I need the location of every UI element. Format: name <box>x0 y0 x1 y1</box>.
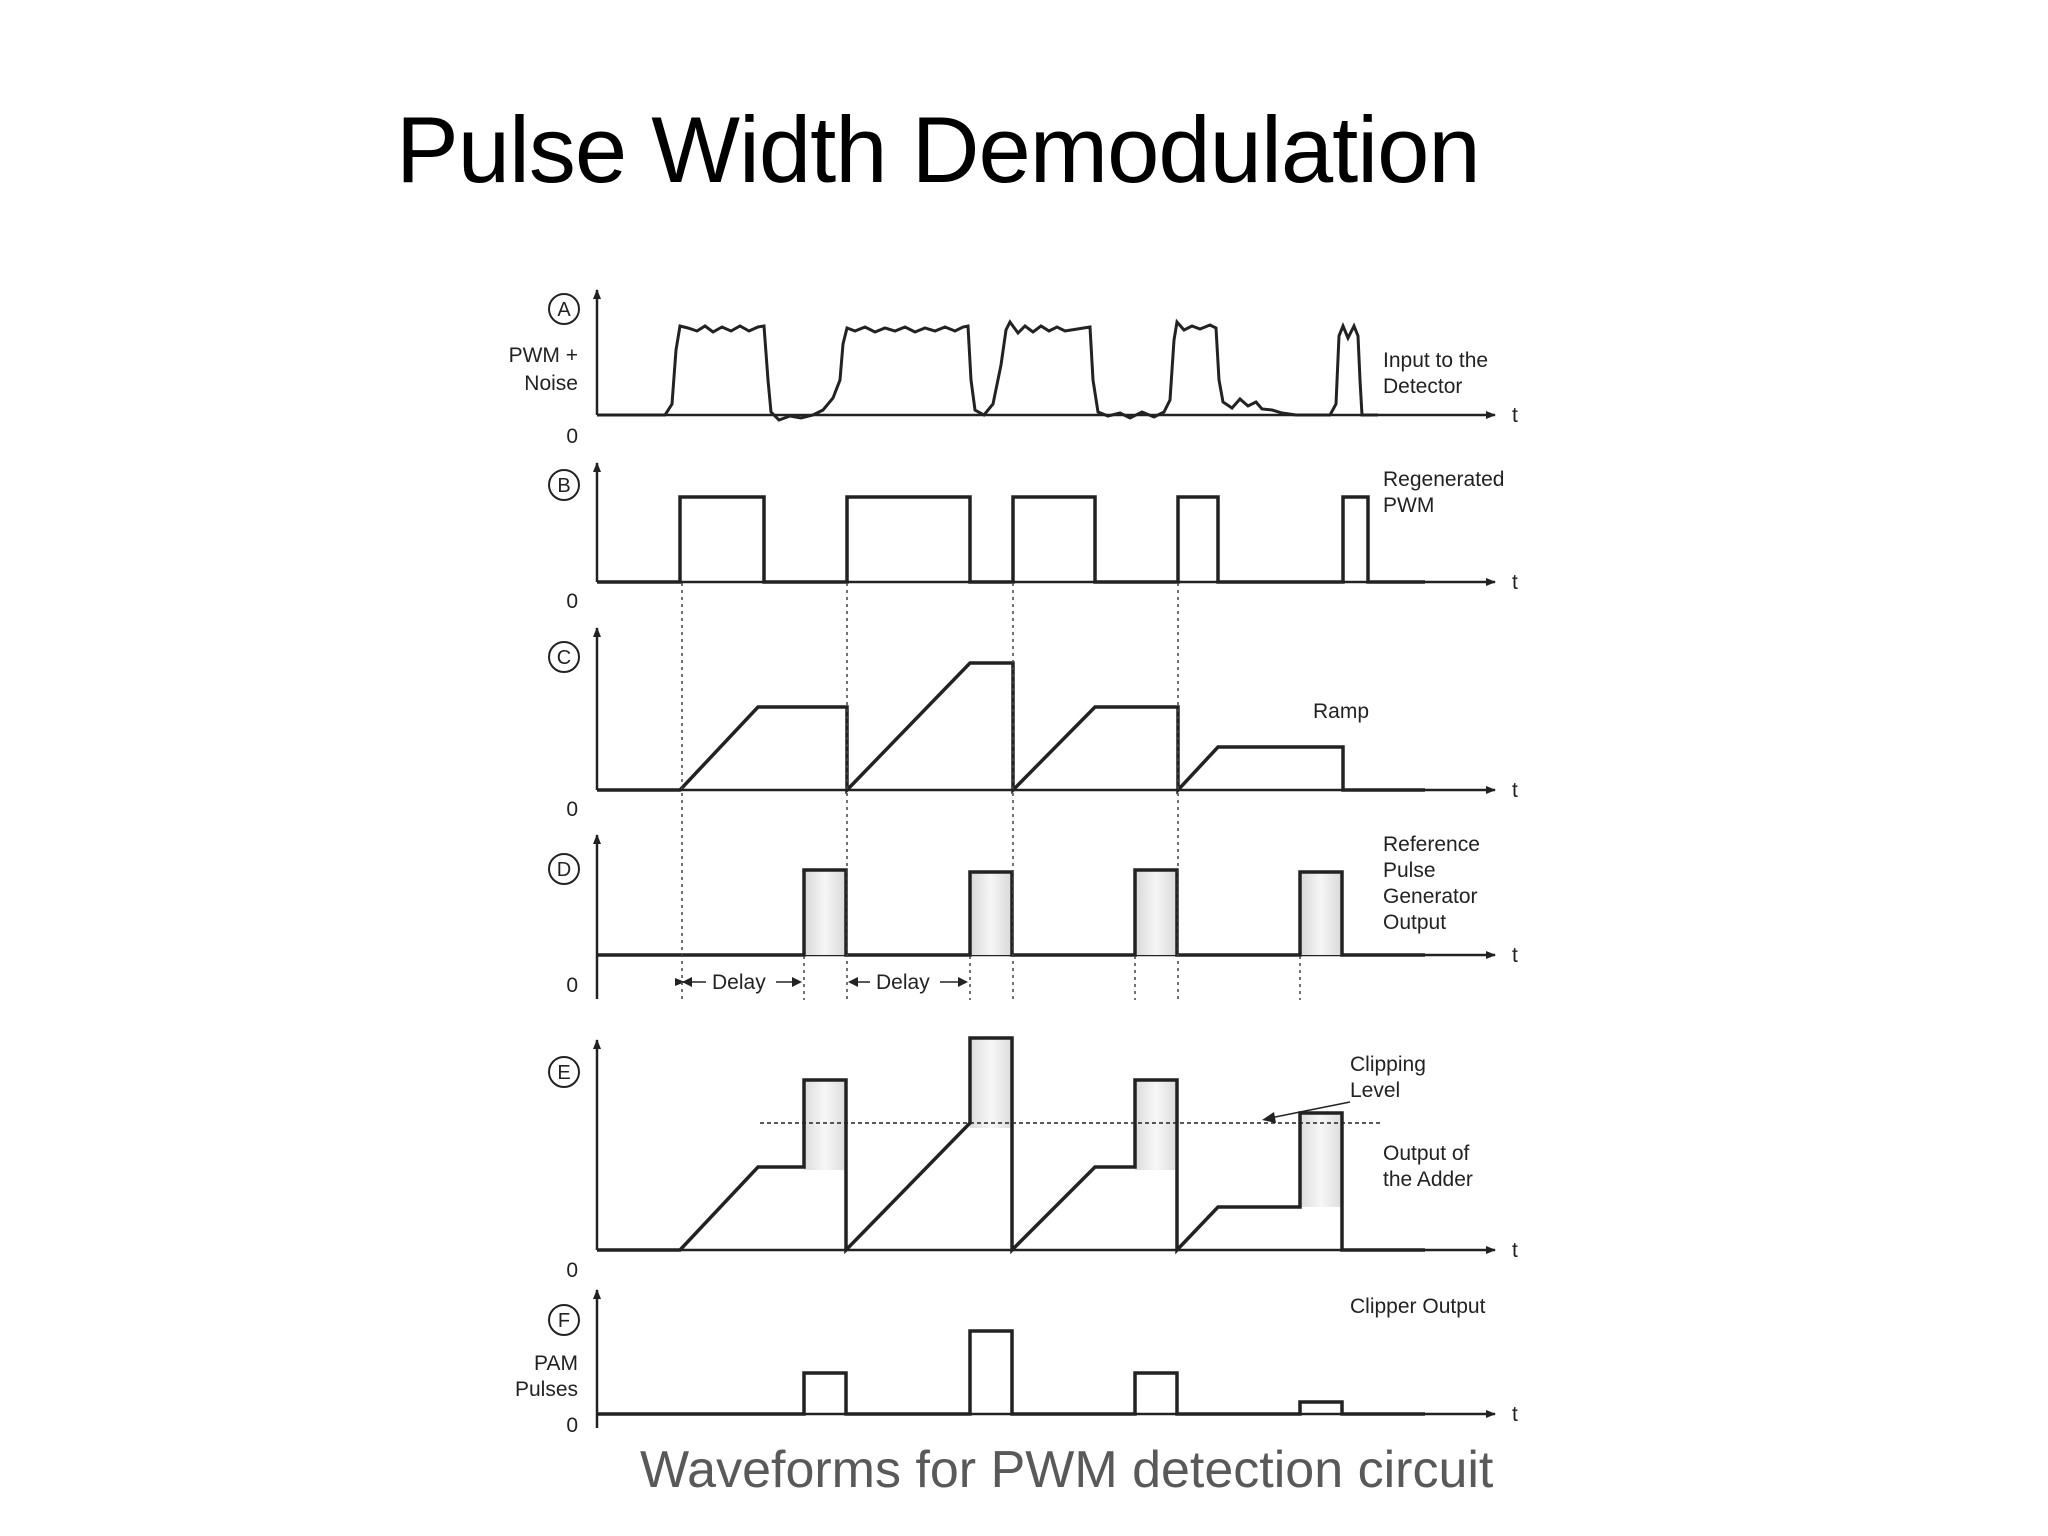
panel-c-t: t <box>1512 779 1518 802</box>
panel-a-t: t <box>1512 404 1518 427</box>
panel-b: B 0 t Regenerated PWM <box>548 462 1518 613</box>
panel-f-left-label-1: PAM <box>534 1352 578 1375</box>
regenerated-pwm-waveform <box>597 495 1425 584</box>
panel-b-right-label-2: PWM <box>1383 494 1434 517</box>
panel-a: A PWM + Noise 0 t Input to the Detector <box>509 289 1518 448</box>
panel-e-right-label-4: the Adder <box>1383 1168 1473 1191</box>
panel-c-id: C <box>557 647 571 669</box>
panel-e: E 0 t Clipping Level Output of the Adder <box>548 1036 1518 1282</box>
panel-d-id: D <box>557 859 571 881</box>
figure-caption: Waveforms for PWM detection circuit <box>640 1441 1494 1499</box>
panel-d-zero: 0 <box>566 974 578 997</box>
panel-e-zero: 0 <box>566 1259 578 1282</box>
panel-c: C 0 t Ramp <box>548 627 1518 821</box>
panel-b-id: B <box>557 475 570 497</box>
ramp-waveform <box>597 661 1425 795</box>
panel-f: F PAM Pulses 0 t Clipper Output <box>515 1289 1518 1437</box>
panel-b-zero: 0 <box>566 590 578 613</box>
panel-e-t: t <box>1512 1239 1518 1262</box>
panel-f-right-label-1: Clipper Output <box>1350 1295 1486 1318</box>
panel-e-clipping-label-2: Level <box>1350 1079 1400 1102</box>
panel-d-right-label-4: Output <box>1383 911 1446 934</box>
panel-a-left-label-2: Noise <box>524 372 578 395</box>
panel-e-right-label-3: Output of <box>1383 1142 1470 1165</box>
panel-d-t: t <box>1512 944 1518 967</box>
reference-pulse-waveform <box>597 868 1425 957</box>
panel-a-left-label-1: PWM + <box>509 344 578 367</box>
delay-label-1: Delay <box>712 971 766 994</box>
panel-f-id: F <box>558 1310 570 1332</box>
panel-d: D 0 t Reference Pulse Generator Output D… <box>548 833 1518 999</box>
panel-d-right-label-2: Pulse <box>1383 859 1436 882</box>
delay-label-2: Delay <box>876 971 930 994</box>
panel-a-zero: 0 <box>566 425 578 448</box>
timing-guides <box>681 583 1301 1000</box>
panel-f-t: t <box>1512 1403 1518 1426</box>
panel-f-left-label-2: Pulses <box>515 1378 578 1401</box>
panel-a-id: A <box>557 299 571 321</box>
panel-e-id: E <box>557 1062 570 1084</box>
panel-c-right-label-1: Ramp <box>1313 700 1369 723</box>
adder-output-waveform <box>597 1036 1425 1255</box>
noisy-pwm-waveform <box>597 318 1378 422</box>
panel-e-clipping-label-1: Clipping <box>1350 1053 1426 1076</box>
panel-a-right-label-1: Input to the <box>1383 349 1488 372</box>
panel-d-right-label-3: Generator <box>1383 885 1478 908</box>
panel-c-zero: 0 <box>566 798 578 821</box>
pam-pulses-waveform <box>597 1329 1425 1416</box>
panel-a-right-label-2: Detector <box>1383 375 1462 398</box>
panel-d-right-label-1: Reference <box>1383 833 1480 856</box>
panel-f-zero: 0 <box>566 1414 578 1437</box>
panel-b-right-label-1: Regenerated <box>1383 468 1504 491</box>
panel-b-t: t <box>1512 571 1518 594</box>
slide-title: Pulse Width Demodulation <box>396 97 1481 202</box>
